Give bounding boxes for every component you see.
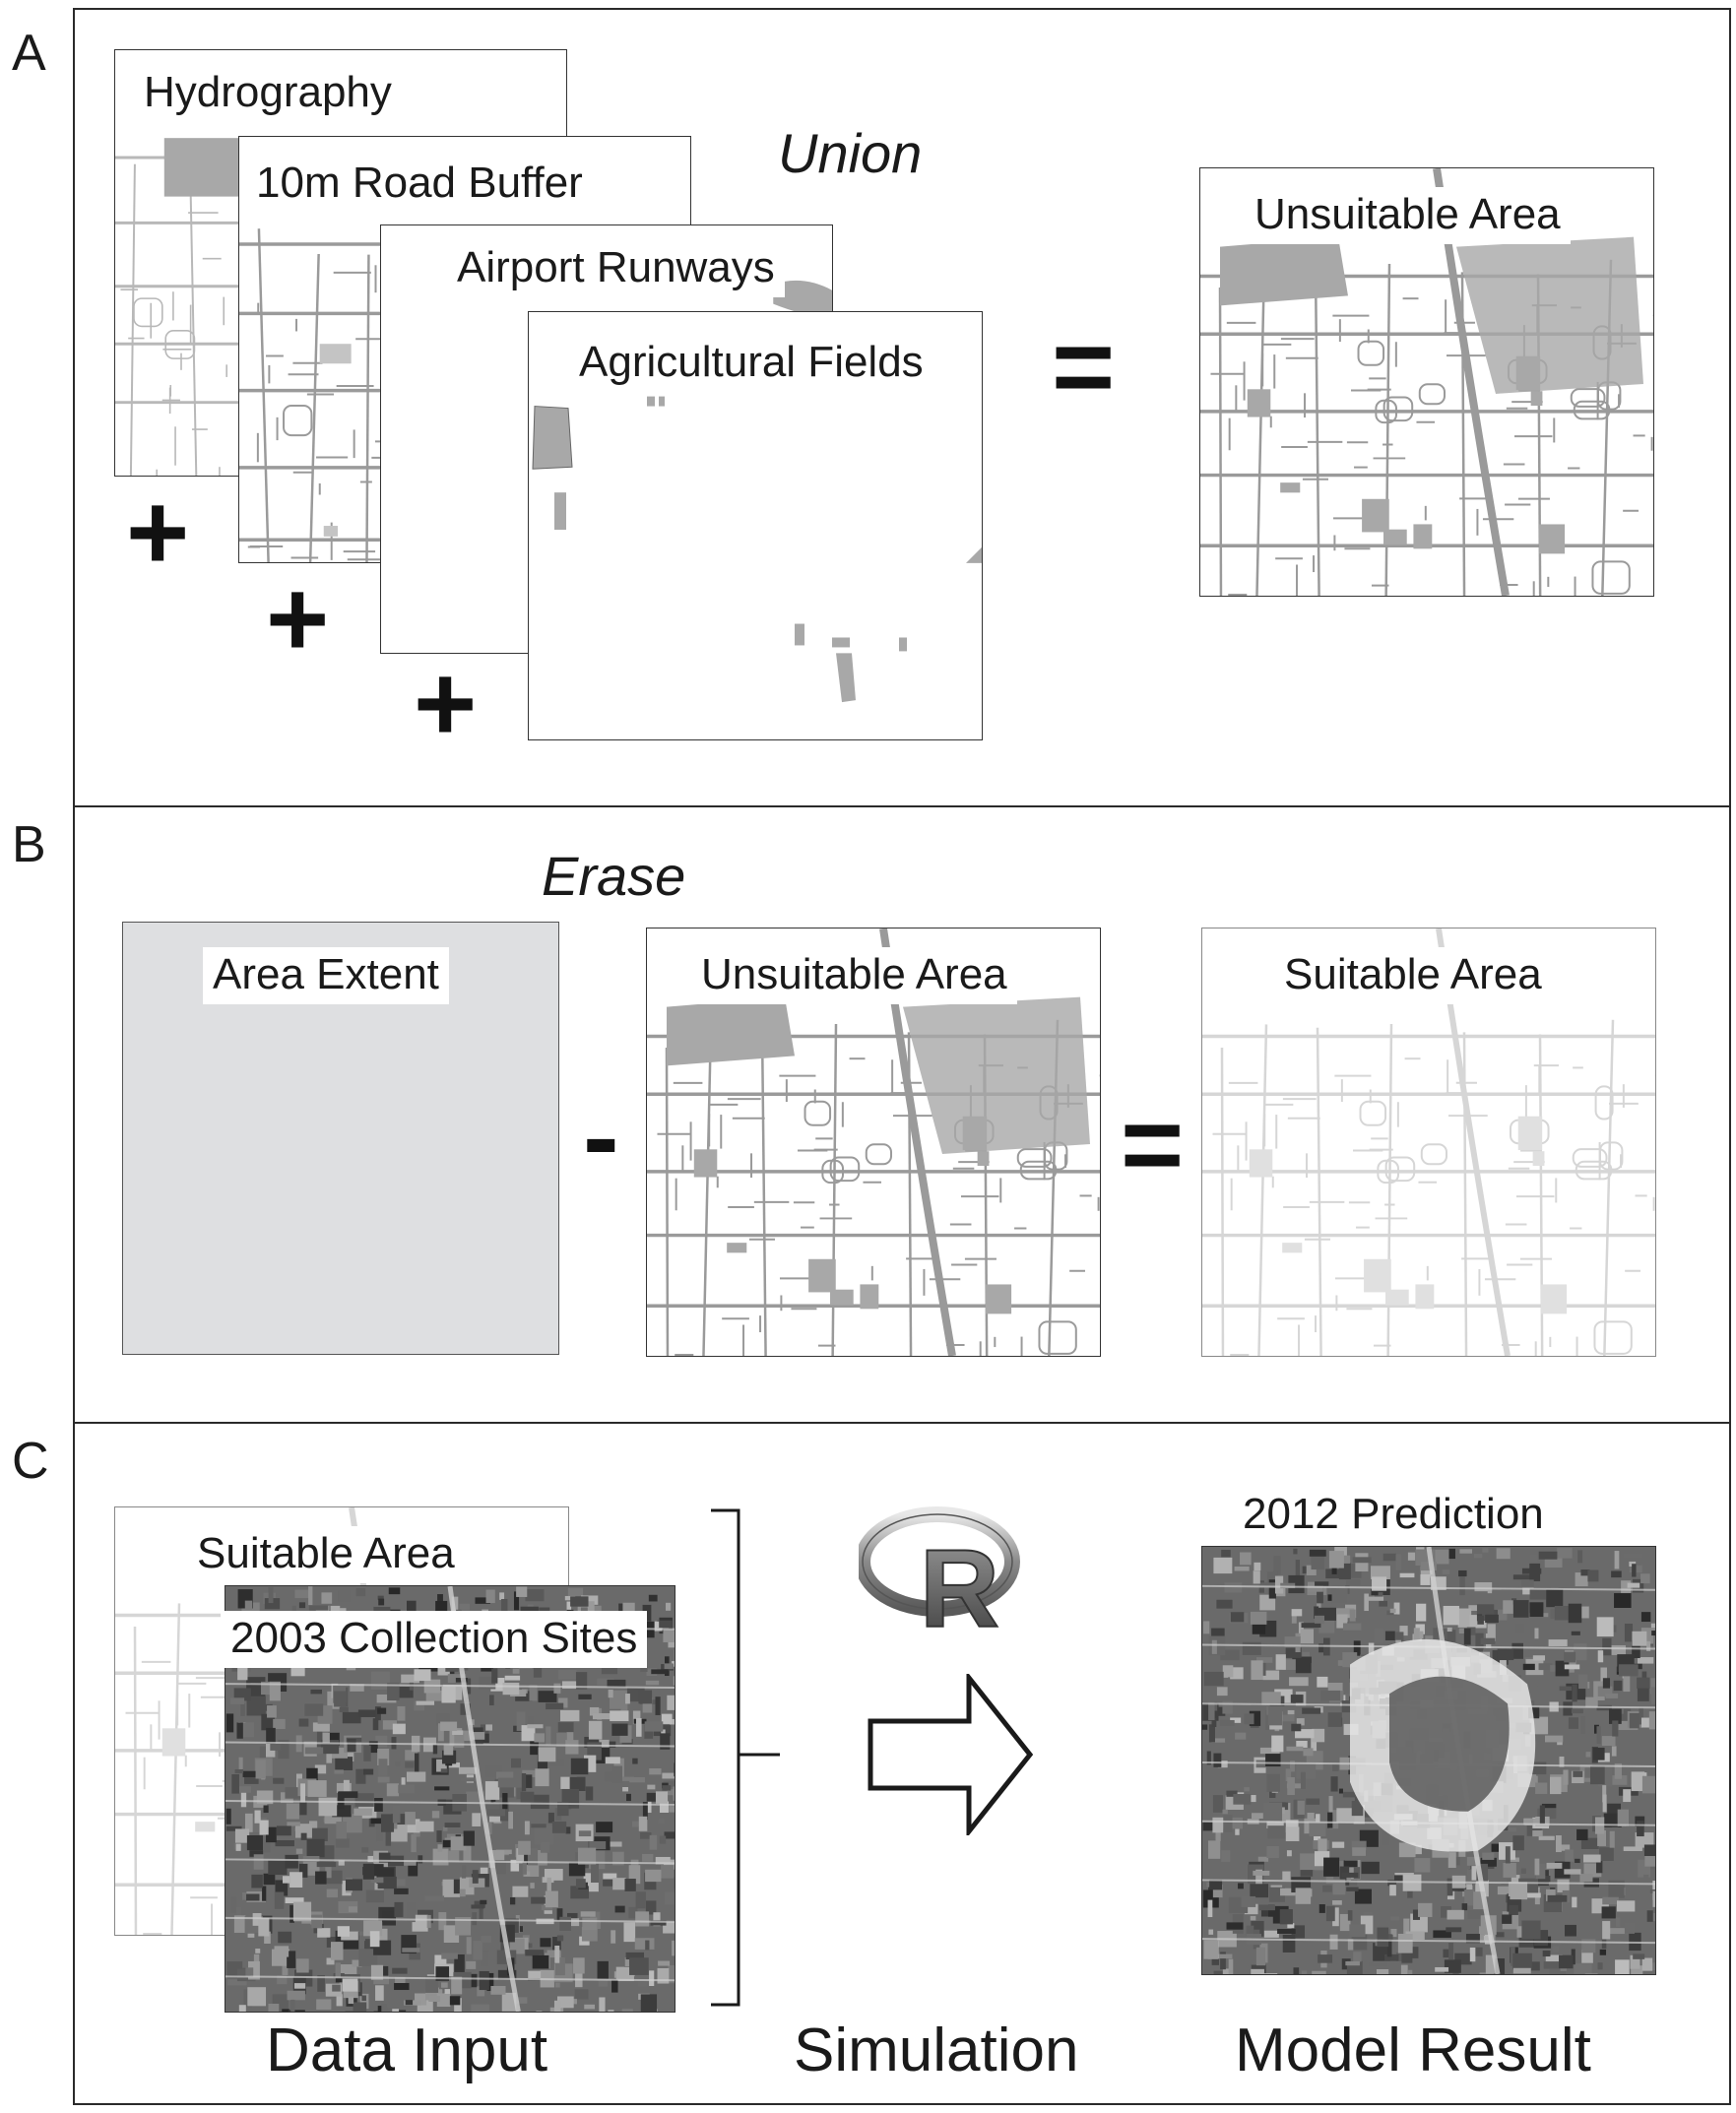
union-title: Union: [778, 122, 923, 184]
caption-data-input: Data Input: [266, 2017, 548, 2084]
airport-runways-graphic: [773, 280, 832, 320]
unsuitable-area-graphic-a: [1200, 168, 1653, 596]
unsuitable-area-map-a: [1199, 167, 1654, 597]
prediction-graphic: [1202, 1547, 1655, 1974]
area-extent-label: Area Extent: [203, 947, 449, 1004]
unsuitable-area-label-a: Unsuitable Area: [1245, 187, 1571, 244]
unsuitable-area-label-b: Unsuitable Area: [691, 947, 1017, 1004]
panel-a-letter: A: [12, 25, 46, 82]
plus-sign-3: +: [414, 643, 478, 764]
hydrography-label: Hydrography: [134, 65, 402, 122]
caption-simulation: Simulation: [794, 2017, 1079, 2084]
collection-sites-label: 2003 Collection Sites: [221, 1611, 648, 1668]
bracket-icon: [711, 1508, 780, 2007]
caption-model-result: Model Result: [1235, 2017, 1591, 2084]
r-logo-letter: R: [920, 1527, 999, 1634]
arrow-right-icon: [868, 1674, 1034, 1835]
prediction-map: [1201, 1546, 1656, 1975]
equals-sign-b: =: [1121, 1084, 1185, 1205]
prediction-label: 2012 Prediction: [1243, 1490, 1544, 1538]
panel-c-letter: C: [12, 1433, 49, 1490]
plus-sign-1: +: [126, 472, 190, 593]
panel-b-letter: B: [12, 816, 46, 873]
unsuitable-area-graphic-b: [647, 928, 1100, 1356]
r-logo-icon: R: [859, 1506, 1020, 1634]
road-buffer-label: 10m Road Buffer: [246, 156, 593, 213]
suitable-area-label-b: Suitable Area: [1274, 947, 1552, 1004]
agricultural-fields-label: Agricultural Fields: [569, 335, 933, 392]
minus-sign: -: [583, 1076, 619, 1197]
equals-sign-a: =: [1052, 306, 1116, 427]
plus-sign-2: +: [266, 558, 330, 679]
suitable-area-label-c: Suitable Area: [187, 1526, 465, 1583]
erase-title: Erase: [542, 845, 686, 907]
airport-runways-label: Airport Runways: [447, 240, 785, 297]
agricultural-fields-graphic: [532, 396, 982, 703]
